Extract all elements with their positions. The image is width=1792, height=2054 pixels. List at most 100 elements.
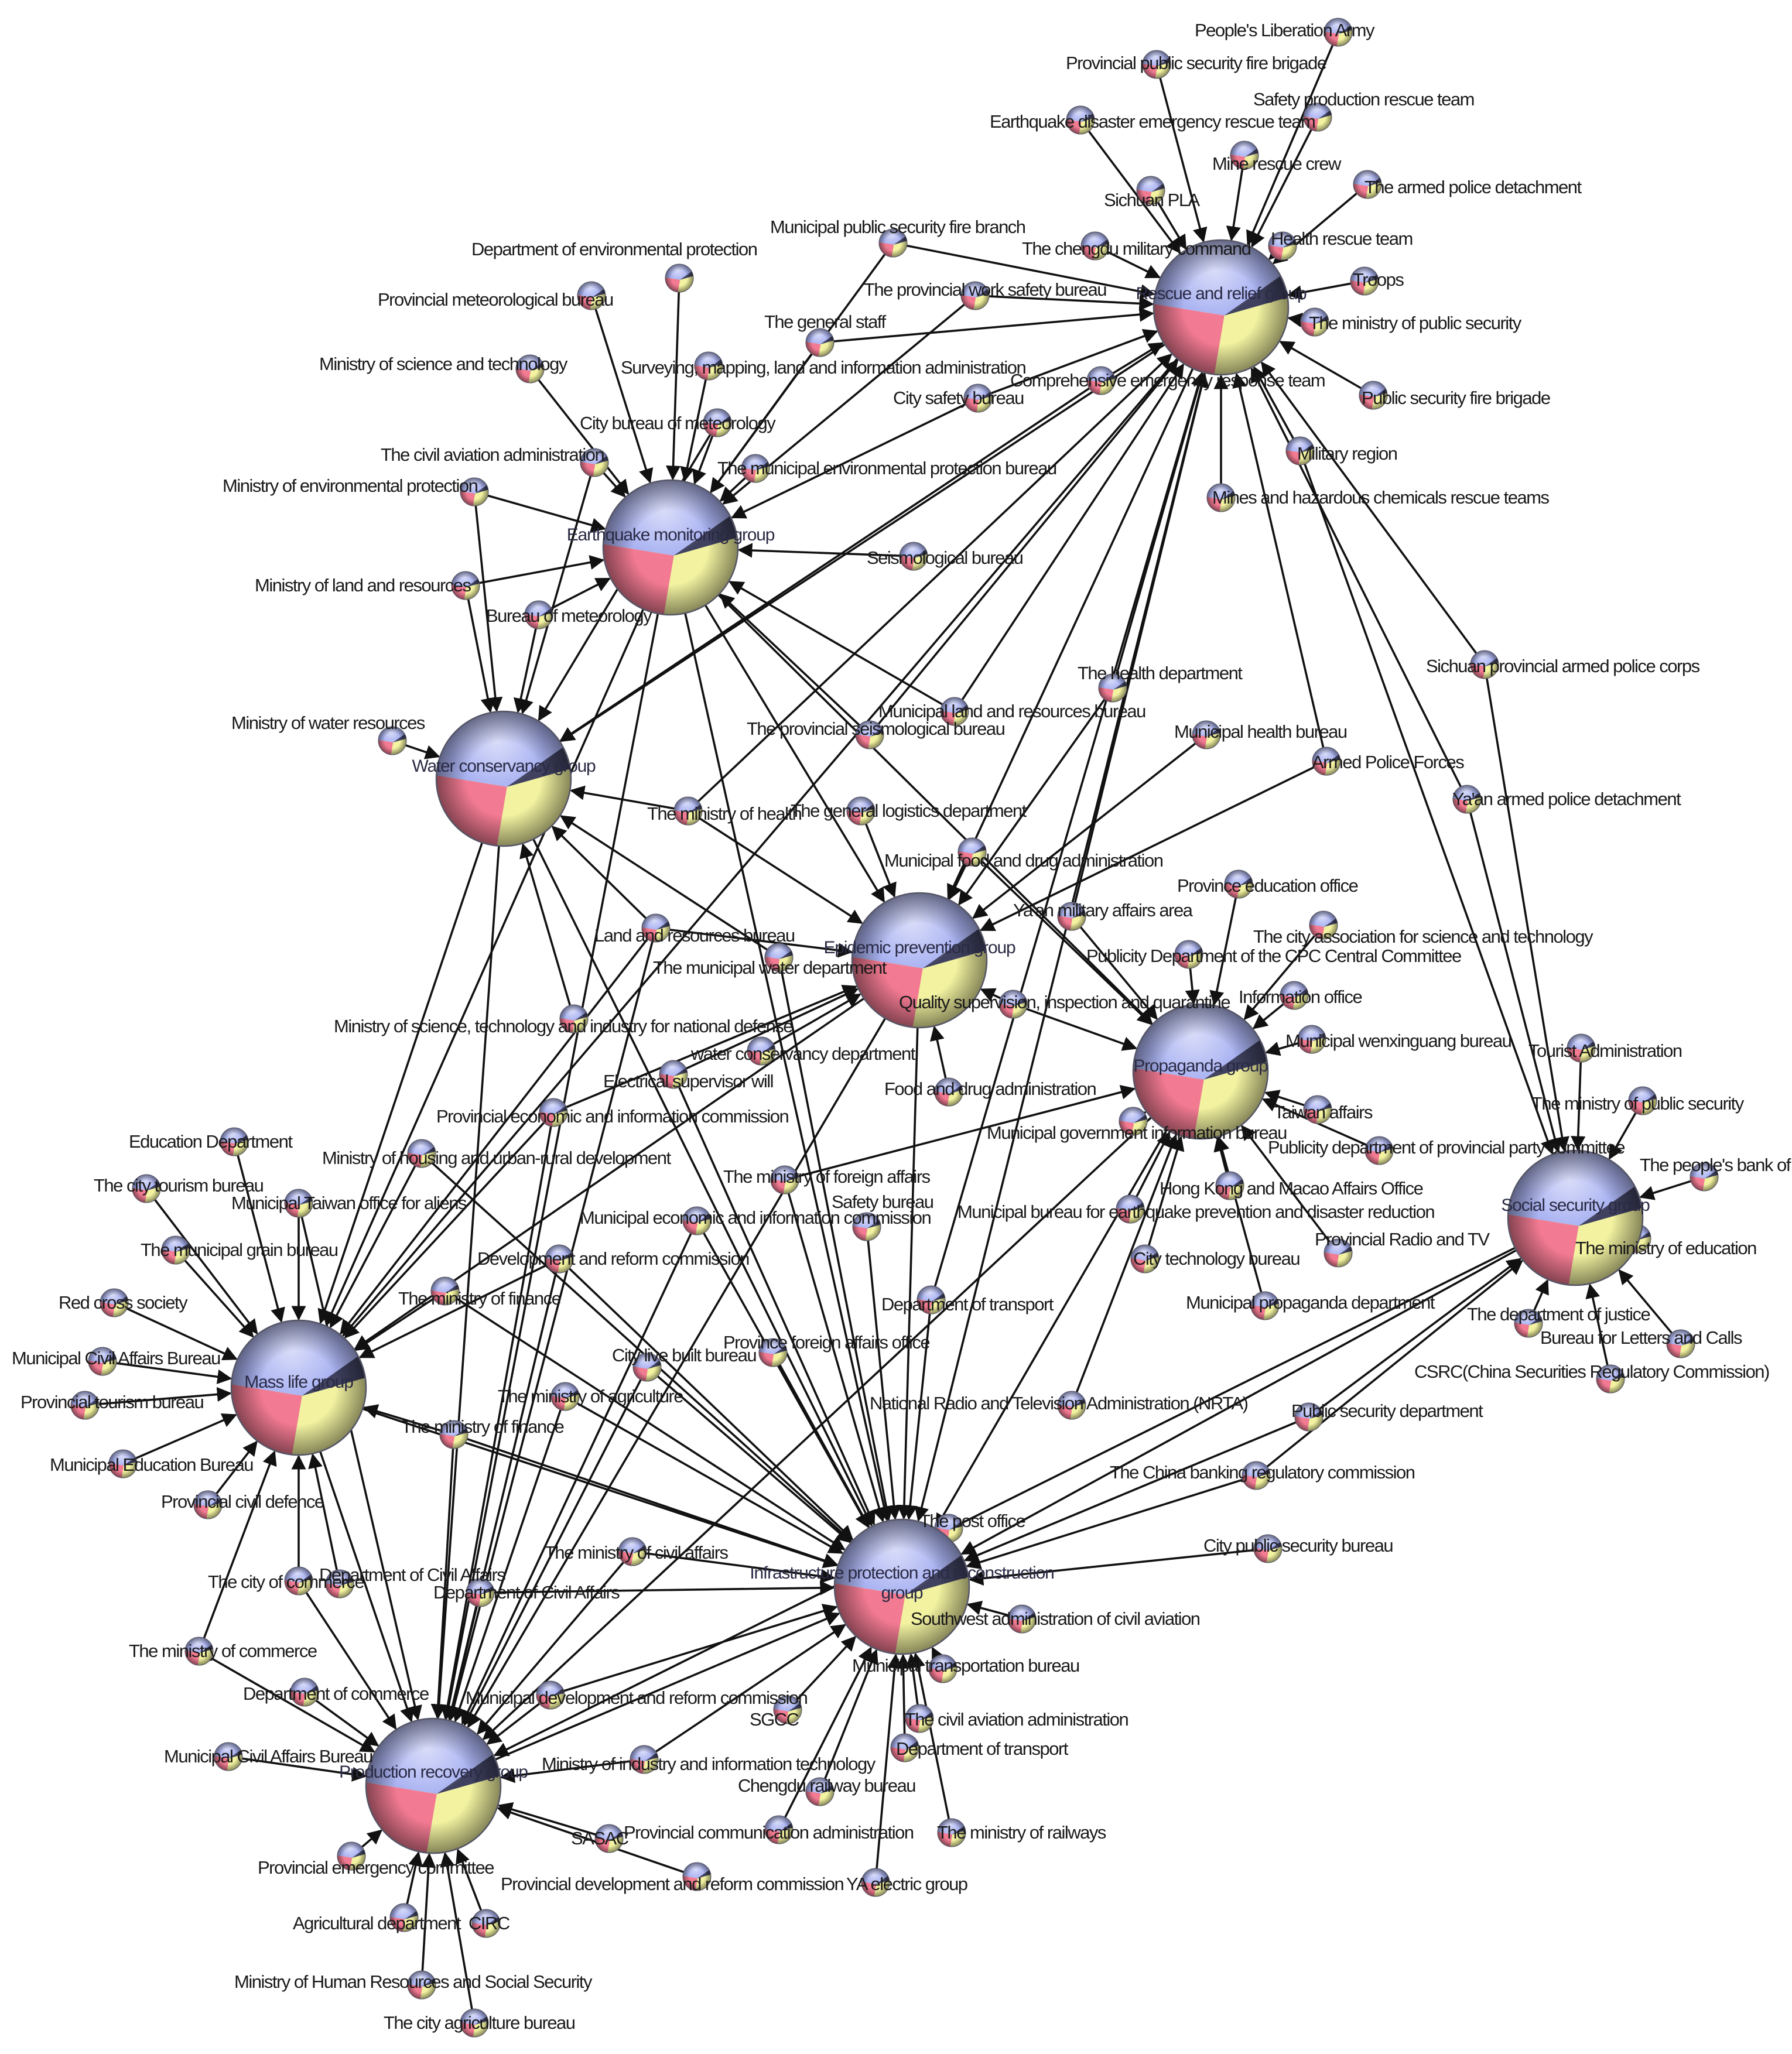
node-n_armed_police[interactable] <box>1312 747 1341 776</box>
hub-epidemic[interactable] <box>851 892 988 1029</box>
node-n_dept_commerce[interactable] <box>290 1678 319 1707</box>
node-n_city_ps[interactable] <box>1253 1534 1283 1563</box>
node-n_nrta[interactable] <box>1057 1391 1086 1420</box>
node-n_mun_water[interactable] <box>764 943 794 972</box>
node-n_comp_emerg[interactable] <box>1086 366 1116 395</box>
node-n_min_rail[interactable] <box>937 1818 966 1847</box>
node-n_prov_foreign[interactable] <box>758 1338 788 1367</box>
node-n_military_region[interactable] <box>1285 436 1315 465</box>
node-n_prov_seismo[interactable] <box>855 720 884 749</box>
node-n_mun_taiwan[interactable] <box>284 1189 313 1218</box>
node-n_dev_reform[interactable] <box>545 1244 574 1274</box>
node-n_prov_tourism[interactable] <box>70 1391 100 1420</box>
node-n_mun_food[interactable] <box>957 837 987 867</box>
node-n_min_finance[interactable] <box>430 1276 460 1306</box>
node-n_prov_econ[interactable] <box>539 1098 568 1127</box>
node-n_circ[interactable] <box>471 1909 501 1938</box>
hub-infra[interactable] <box>833 1518 970 1655</box>
node-n_agri_dept[interactable] <box>389 1903 419 1932</box>
node-n_mun_dev[interactable] <box>536 1680 565 1710</box>
node-n_safety_rescue[interactable] <box>1303 102 1332 132</box>
node-n_prov_edu[interactable] <box>1224 869 1253 899</box>
node-n_armed_det[interactable] <box>1353 170 1382 199</box>
node-n_dept_justice[interactable] <box>1514 1309 1543 1338</box>
node-n_sichuan_pla[interactable] <box>1136 176 1165 205</box>
node-n_dept_transport2[interactable] <box>890 1733 919 1762</box>
node-n_min_sci[interactable] <box>515 354 545 384</box>
node-n_mps[interactable] <box>1300 307 1329 337</box>
node-n_mun_gov_info[interactable] <box>1119 1107 1148 1136</box>
node-n_city_agri[interactable] <box>460 2008 489 2038</box>
node-n_mun_land[interactable] <box>940 697 969 726</box>
node-n_city_safety[interactable] <box>963 384 993 413</box>
node-n_hk_macao[interactable] <box>1215 1171 1244 1200</box>
node-n_mun_fire[interactable] <box>878 228 908 258</box>
node-n_mun_env[interactable] <box>741 454 770 483</box>
node-n_grain[interactable] <box>161 1235 190 1265</box>
node-n_min_housing[interactable] <box>407 1139 436 1168</box>
node-n_prov_comm[interactable] <box>764 1815 794 1844</box>
node-n_letters[interactable] <box>1666 1329 1695 1358</box>
node-n_city_live[interactable] <box>632 1353 662 1382</box>
node-n_mine_rescue[interactable] <box>1230 141 1259 170</box>
node-n_cbrc[interactable] <box>1242 1461 1271 1490</box>
node-n_city_tech[interactable] <box>1130 1244 1160 1274</box>
node-n_prov_meteo[interactable] <box>577 281 606 310</box>
node-n_troops[interactable] <box>1350 266 1379 296</box>
node-n_city_sci[interactable] <box>1309 910 1338 940</box>
node-n_prov_work[interactable] <box>960 281 990 310</box>
node-n_elec[interactable] <box>659 1060 688 1089</box>
node-n_mps2[interactable] <box>1628 1086 1657 1115</box>
node-n_ps_dept[interactable] <box>1294 1402 1324 1432</box>
node-n_gen_logistics[interactable] <box>846 796 876 826</box>
hub-propaganda[interactable] <box>1132 1003 1269 1140</box>
node-n_red_cross[interactable] <box>100 1288 129 1317</box>
hub-quake[interactable] <box>602 479 739 616</box>
node-n_miit[interactable] <box>630 1745 659 1774</box>
node-n_sw_aviation[interactable] <box>1007 1604 1037 1634</box>
node-n_mun_quake[interactable] <box>1116 1194 1145 1224</box>
node-n_prov_party[interactable] <box>1364 1136 1394 1165</box>
node-n_min_land[interactable] <box>451 571 480 600</box>
node-n_civil_av[interactable] <box>580 448 609 477</box>
node-n_mun_transport[interactable] <box>928 1654 957 1683</box>
node-n_sichuan_police[interactable] <box>1470 650 1499 679</box>
node-n_quality[interactable] <box>998 990 1028 1019</box>
node-n_pfire[interactable] <box>1142 50 1171 79</box>
node-n_eq_rescue[interactable] <box>1066 105 1095 135</box>
node-n_min_health[interactable] <box>673 796 703 826</box>
node-n_chengdu_mil[interactable] <box>1080 231 1110 261</box>
node-n_chengdu_rail[interactable] <box>805 1777 835 1806</box>
hub-production[interactable] <box>365 1717 502 1854</box>
node-n_mines_haz[interactable] <box>1206 483 1236 512</box>
node-n_psfb[interactable] <box>1359 381 1388 410</box>
node-n_sasac[interactable] <box>594 1824 624 1853</box>
node-n_min_commerce[interactable] <box>184 1637 214 1666</box>
node-n_mun_civil2[interactable] <box>214 1742 243 1771</box>
node-n_yaan_mil[interactable] <box>1057 902 1086 931</box>
hub-water[interactable] <box>435 710 572 847</box>
node-n_city_meteo[interactable] <box>703 408 732 437</box>
node-n_yaan_police[interactable] <box>1452 785 1482 814</box>
node-n_csrc[interactable] <box>1596 1364 1625 1394</box>
hub-rescue[interactable] <box>1153 239 1290 376</box>
node-n_health_dept[interactable] <box>1098 673 1127 703</box>
node-n_min_finance2[interactable] <box>439 1420 468 1449</box>
node-n_gen_staff[interactable] <box>805 328 835 357</box>
node-n_info_office[interactable] <box>1280 981 1309 1010</box>
node-n_sgcc[interactable] <box>773 1695 802 1724</box>
node-n_mun_health[interactable] <box>1192 720 1221 749</box>
node-n_min_sci_ind[interactable] <box>559 1004 589 1033</box>
node-n_city_tourism[interactable] <box>132 1174 161 1203</box>
node-n_taiwan[interactable] <box>1303 1095 1332 1124</box>
node-n_prov_civil_def[interactable] <box>193 1490 223 1519</box>
node-n_prov_dev[interactable] <box>682 1862 712 1891</box>
node-n_min_env[interactable] <box>460 477 489 506</box>
node-n_bur_meteo[interactable] <box>524 600 553 629</box>
node-n_publicity_cpc[interactable] <box>1174 940 1203 969</box>
node-n_prov_emerg[interactable] <box>337 1841 366 1871</box>
node-n_ya_elec[interactable] <box>861 1868 890 1897</box>
node-n_mohrss[interactable] <box>407 1970 436 2000</box>
node-n_dept_env[interactable] <box>665 263 694 293</box>
node-n_mun_wen[interactable] <box>1297 1025 1326 1054</box>
